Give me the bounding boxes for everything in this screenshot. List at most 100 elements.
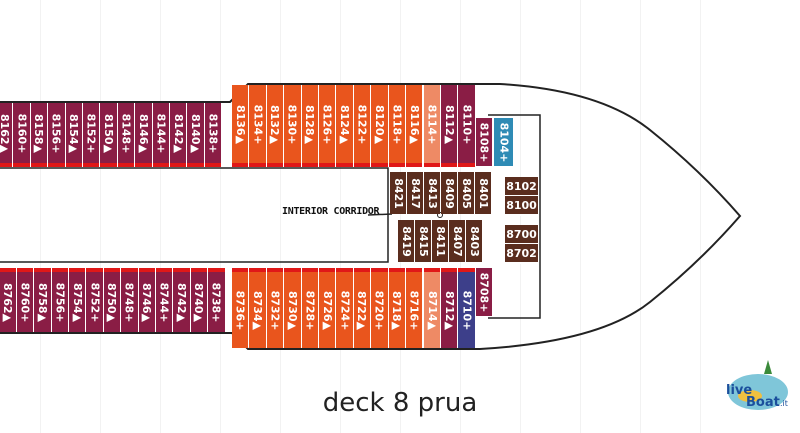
cabin-number: 8417 [408,177,422,209]
cabin[interactable]: 8142▲ [170,103,187,167]
cabin-number: 8730▲ [285,290,299,330]
cabin-number: 8708+ [477,272,491,312]
cabin[interactable]: 8403 [466,220,482,262]
cabin[interactable]: 8724+ [336,268,353,348]
cabin[interactable]: 8124▲ [336,85,353,167]
cabin[interactable]: 8740▲ [190,268,208,332]
cabin[interactable]: 8411 [432,220,448,262]
cabin-number: 8142▲ [171,113,185,153]
cabin[interactable]: 8421 [390,172,406,214]
cabin[interactable]: 8712▲ [441,268,458,348]
cabin-number: 8114+ [425,104,439,144]
cabin[interactable]: 8108+ [476,118,493,166]
cabin[interactable]: 8756+ [51,268,68,332]
cabin[interactable]: 8718▲ [388,268,405,348]
cabin[interactable]: 8762▲ [0,268,16,332]
cabin[interactable]: 8417 [407,172,423,214]
cabin[interactable]: 8126+ [319,85,336,167]
cabin[interactable]: 8140▲ [187,103,204,167]
cabin[interactable]: 8419 [398,220,414,262]
cabin[interactable]: 8708+ [476,268,493,316]
cabin-number: 8140▲ [189,113,203,153]
cabin[interactable]: 8720+ [371,268,388,348]
cabin[interactable]: 8401 [475,172,491,214]
cabin[interactable]: 8154▲ [65,103,82,167]
cabin-number: 8732+ [268,290,282,330]
cabin-number: 8734▲ [251,290,265,330]
cabin[interactable]: 8736+ [232,268,249,348]
cabin[interactable]: 8405 [458,172,474,214]
cabin[interactable]: 8162▲ [0,103,13,167]
cabin-number: 8419 [399,225,413,257]
cabin[interactable]: 8104+ [494,118,514,166]
cabin[interactable]: 8146▲ [135,103,152,167]
cabin-number: 8104+ [497,122,511,162]
cabin[interactable]: 8158▲ [30,103,48,167]
cabin[interactable]: 8748+ [121,268,138,332]
cabin[interactable]: 8156+ [48,103,65,167]
cabin[interactable]: 8728+ [301,268,318,348]
cabin-number: 8752+ [88,282,102,322]
cabin[interactable]: 8132▲ [266,85,284,167]
cabin[interactable]: 8134+ [249,85,266,167]
cabin[interactable]: 8716+ [406,268,423,348]
cabin[interactable]: 8407 [449,220,465,262]
cabin[interactable]: 8138+ [204,103,222,167]
cabin[interactable]: 8730▲ [284,268,301,348]
cabin[interactable]: 8128▲ [301,85,318,167]
cabin-number: 8756+ [53,282,67,322]
cabin-number: 8128▲ [303,104,317,144]
cabin[interactable]: 8136▲ [232,85,249,167]
cabin-number: 8726▲ [320,290,334,330]
cabin[interactable]: 8100 [505,196,538,216]
cabin[interactable]: 8150▲ [100,103,117,167]
cabin[interactable]: 8752+ [86,268,103,332]
cabin-number: 8403 [467,225,481,257]
cabin[interactable]: 8120▲ [371,85,388,167]
cabin-number: 8758▲ [35,282,49,322]
cabin[interactable]: 8746▲ [138,268,155,332]
cabin[interactable]: 8415 [415,220,431,262]
cabin-number: 8744+ [157,282,171,322]
cabin[interactable]: 8742▲ [173,268,190,332]
cabin[interactable]: 8700 [505,225,538,245]
cabin[interactable]: 8144+ [152,103,169,167]
cabin-number: 8146▲ [136,113,150,153]
cabin[interactable]: 8726▲ [319,268,336,348]
cabin[interactable]: 8116▲ [406,85,423,167]
cabin[interactable]: 8710+ [458,268,475,348]
cabin-number: 8160+ [15,113,29,153]
cabin[interactable]: 8160+ [13,103,30,167]
cabin[interactable]: 8702 [505,244,538,264]
cabin[interactable]: 8732+ [266,268,284,348]
cabin[interactable]: 8152+ [83,103,100,167]
cabin[interactable]: 8102 [505,177,538,197]
cabin[interactable]: 8744+ [156,268,173,332]
cabin[interactable]: 8118+ [388,85,405,167]
cabin[interactable]: 8738+ [208,268,225,332]
cabin[interactable]: 8750▲ [103,268,121,332]
cabin[interactable]: 8714▲ [424,268,441,348]
cabin-number: 8413 [425,177,439,209]
cabin[interactable]: 8148+ [117,103,135,167]
cabin[interactable]: 8760+ [16,268,34,332]
cabin[interactable]: 8409 [441,172,457,214]
cabin[interactable]: 8122+ [353,85,371,167]
cabin[interactable]: 8758▲ [34,268,51,332]
cabin[interactable]: 8112▲ [441,85,458,167]
logo-text-it: .it [780,399,788,408]
cabin-number: 8421 [391,177,405,209]
cabin-number: 8718▲ [390,290,404,330]
cabin-number: 8124▲ [338,104,352,144]
liveboat-logo: live Boat .it [726,360,788,410]
cabin[interactable]: 8110+ [458,85,475,167]
cabin-number: 8405 [459,177,473,209]
cabin-number: 8411 [433,225,447,257]
cabin[interactable]: 8130+ [284,85,301,167]
cabin[interactable]: 8754▲ [69,268,86,332]
cabin[interactable]: 8734▲ [249,268,266,348]
cabin[interactable]: 8722▲ [353,268,371,348]
cabin[interactable]: 8413 [424,172,440,214]
cabin[interactable]: 8114+ [424,85,441,167]
cabin-number: 8710+ [460,290,474,330]
